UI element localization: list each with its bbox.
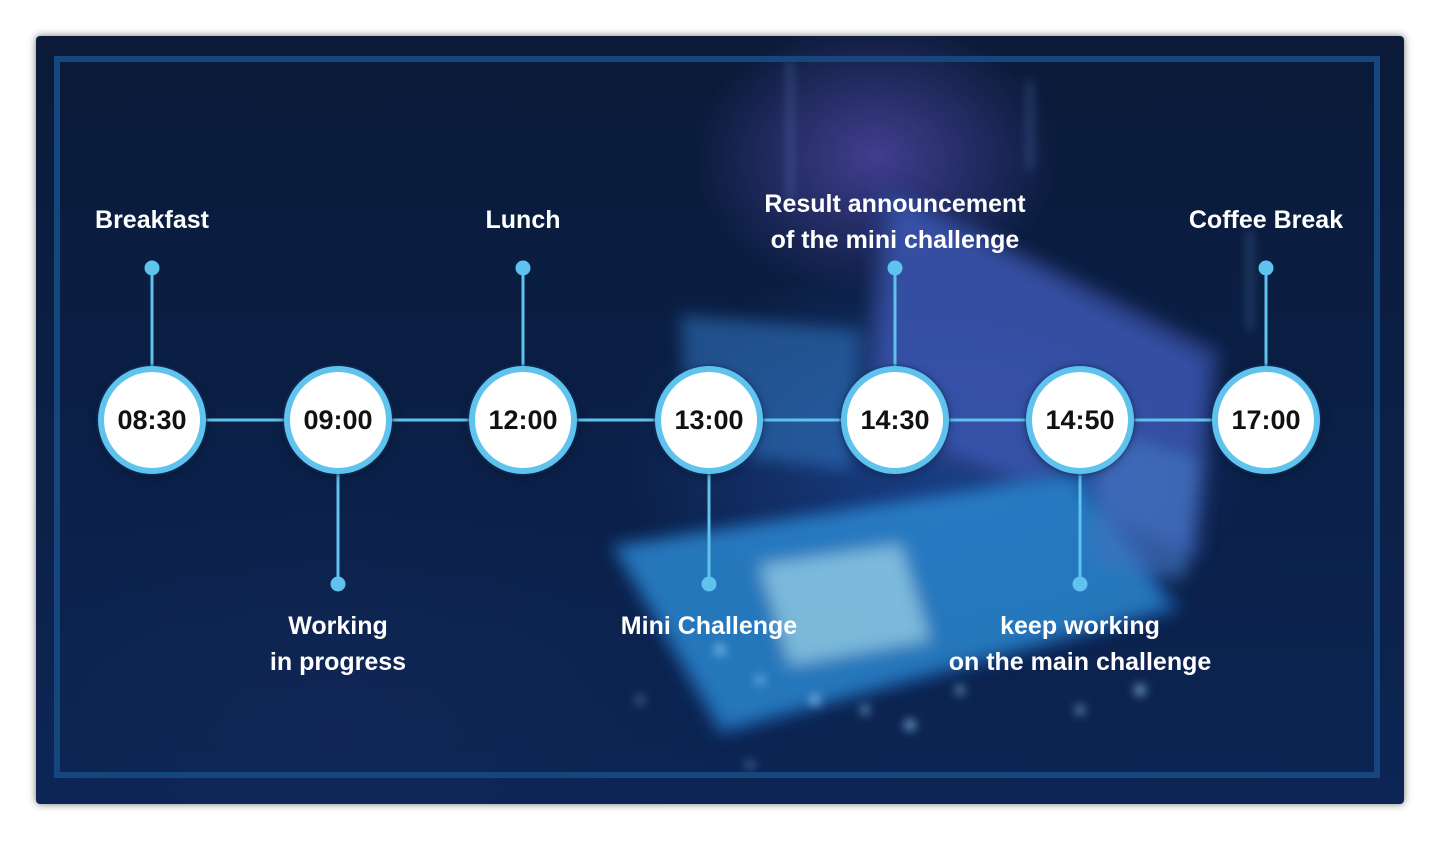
time-label: 09:00 [303, 404, 373, 435]
event-label: Mini Challenge [621, 608, 797, 644]
time-node: 09:00 [284, 366, 392, 474]
border-frame [54, 56, 1380, 778]
time-label: 12:00 [488, 404, 558, 435]
event-label-line: Working [288, 612, 388, 640]
connector-dot [515, 260, 531, 276]
event-label: Lunch [486, 202, 561, 238]
time-node: 17:00 [1212, 366, 1320, 474]
connector-dot [1072, 576, 1088, 592]
event-label: Working in progress [270, 608, 406, 680]
event-label-line: Mini Challenge [620, 612, 798, 640]
time-node: 08:30 [98, 366, 206, 474]
event-label-line: Coffee Break [1188, 206, 1344, 234]
event-label: Breakfast [95, 202, 209, 238]
time-label: 14:50 [1045, 404, 1115, 435]
connector-dot [144, 260, 160, 276]
connector-dot [1258, 260, 1274, 276]
event-label-line: in progress [269, 648, 407, 676]
time-label: 08:30 [117, 404, 187, 435]
time-node: 13:00 [655, 366, 763, 474]
event-label: Result announcement of the mini challenge [764, 186, 1025, 258]
event-label-line: Breakfast [95, 206, 209, 234]
connector-dot [330, 576, 346, 592]
event-label: keep working on the main challenge [949, 608, 1212, 680]
time-node: 12:00 [469, 366, 577, 474]
time-label: 13:00 [674, 404, 744, 435]
event-label: Coffee Break [1189, 202, 1343, 238]
event-label-line: Lunch [485, 206, 561, 234]
time-label: 14:30 [860, 404, 930, 435]
time-label: 17:00 [1231, 404, 1301, 435]
time-node: 14:30 [841, 366, 949, 474]
time-node: 14:50 [1026, 366, 1134, 474]
event-label-line: Result announcement [764, 190, 1026, 218]
connector-dot [887, 260, 903, 276]
event-label-line: keep working [1000, 612, 1160, 640]
connector-dot [701, 576, 717, 592]
event-label-line: on the main challenge [948, 648, 1212, 676]
event-label-line: of the mini challenge [770, 226, 1020, 254]
